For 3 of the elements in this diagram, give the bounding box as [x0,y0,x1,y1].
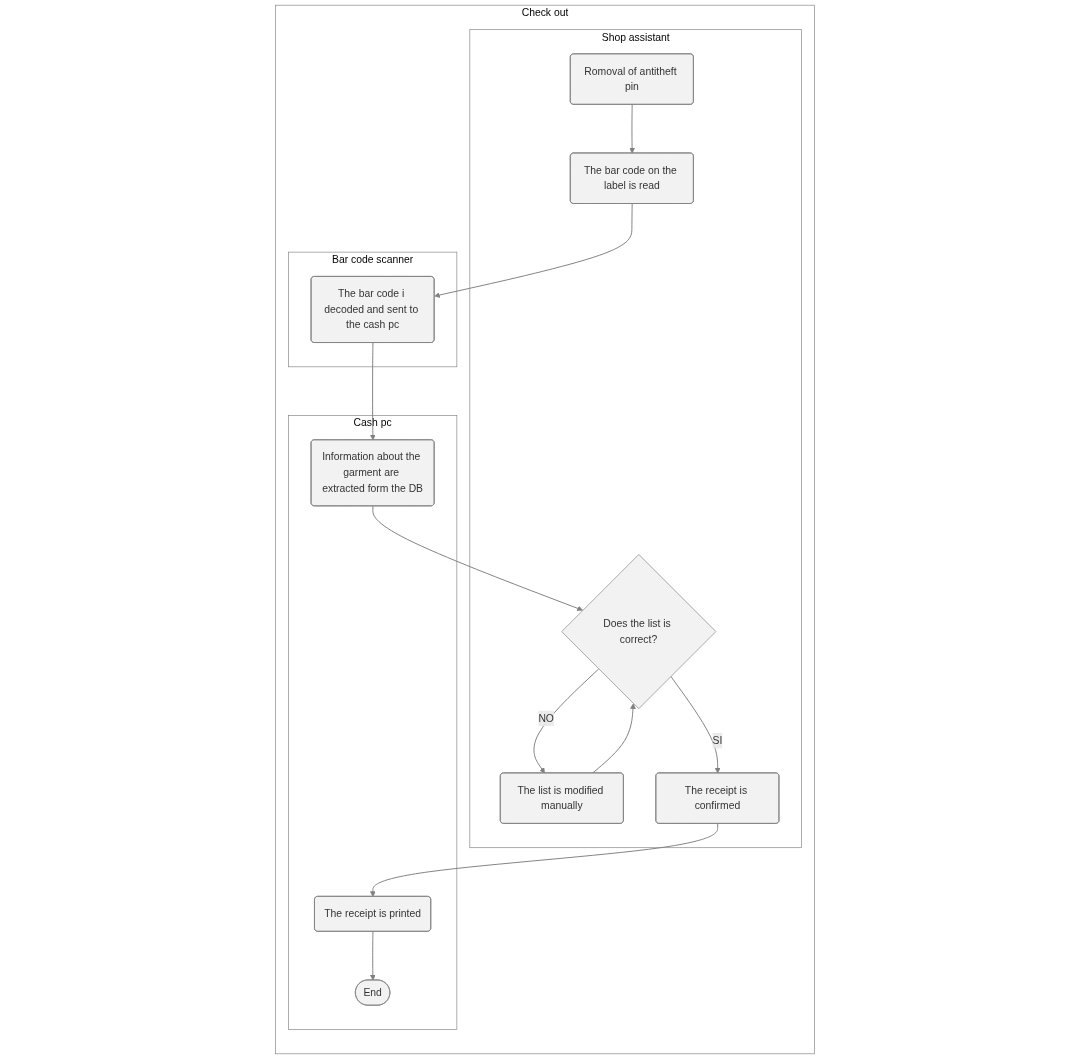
edge-label: SI [712,734,723,746]
node-diamond: Does the list is correct? [561,554,717,710]
edge-label: NO [538,712,554,724]
